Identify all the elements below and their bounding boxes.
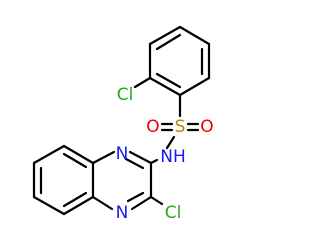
bonds	[32, 25, 211, 216]
bond	[178, 25, 211, 46]
atom-label-cl-bottom: Cl	[165, 203, 182, 223]
bond	[178, 76, 211, 97]
atom-label-cl-top: Cl	[117, 85, 134, 105]
structure-diagram: Cl S O O NH N N Cl	[32, 25, 214, 223]
bond	[165, 135, 176, 150]
bond	[128, 150, 153, 165]
atom-label-o-right: O	[200, 117, 213, 137]
bond	[133, 76, 152, 89]
bond	[62, 191, 88, 208]
atom-label-s: S	[175, 117, 186, 137]
bond	[32, 144, 66, 165]
molecule-drawing: Cl S O O NH N N Cl	[32, 25, 214, 223]
bond	[155, 72, 182, 89]
atom-label-nh: NH	[160, 147, 186, 167]
bond	[62, 144, 95, 165]
atom-labels: Cl S O O NH N N Cl	[116, 85, 214, 223]
bond	[62, 152, 88, 169]
bond	[130, 195, 153, 211]
atom-label-o-left: O	[146, 117, 159, 137]
bond	[155, 33, 182, 51]
bond	[149, 195, 164, 206]
bond	[62, 195, 95, 216]
bond	[148, 76, 182, 97]
bond	[148, 25, 182, 46]
bond	[124, 157, 145, 170]
bond	[149, 158, 159, 165]
bond	[91, 150, 116, 165]
bond	[126, 191, 145, 203]
atom-label-n-lower: N	[116, 203, 129, 223]
bond	[91, 195, 114, 211]
atom-label-n-upper: N	[116, 144, 129, 164]
bond	[32, 195, 66, 216]
